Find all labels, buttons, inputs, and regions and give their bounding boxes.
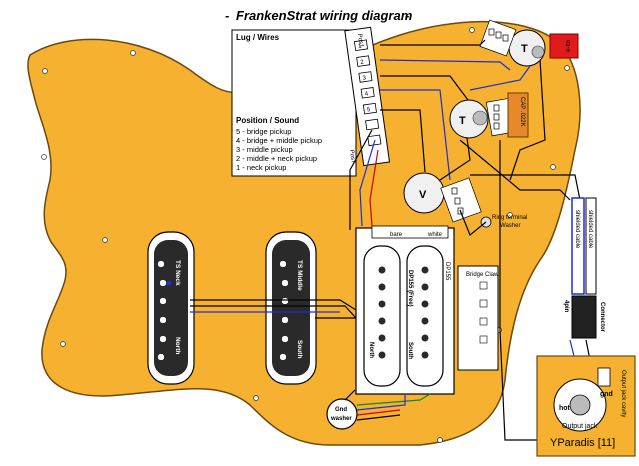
tone-knob-label: T bbox=[521, 43, 528, 55]
title-dash-left: - bbox=[225, 8, 229, 23]
volume-knob-label: V bbox=[419, 189, 427, 201]
switch-lug-3: 3 bbox=[362, 75, 367, 81]
bridge-claw-plate bbox=[457, 265, 499, 371]
shielded-cable-2 bbox=[585, 197, 597, 295]
legend-position-3: 3 - middle pickup bbox=[236, 145, 293, 154]
title-dash-right: - bbox=[405, 8, 409, 23]
ground-washer-label-2: washer bbox=[330, 416, 352, 422]
legend-position-1: 1 - neck pickup bbox=[236, 163, 286, 172]
output-jack-tab bbox=[597, 367, 611, 387]
switch-lug-5: 5 bbox=[367, 107, 372, 113]
tone-capacitor bbox=[507, 92, 529, 138]
tone-knob-2-label: T bbox=[459, 115, 466, 127]
connector-label: Connector bbox=[599, 302, 605, 333]
middle-pickup bbox=[265, 231, 317, 385]
credit-label: YParadis [11] bbox=[550, 437, 615, 449]
switch-box bbox=[549, 33, 579, 59]
ground-washer-label-1: Gnd bbox=[335, 407, 347, 413]
switch-lug-2: 2 bbox=[360, 59, 365, 65]
neck-pickup bbox=[147, 231, 195, 385]
ground-washer bbox=[326, 398, 358, 430]
shielded-cable-1 bbox=[571, 197, 585, 295]
middle-south-label: South bbox=[296, 340, 303, 358]
ring-terminal-label: Ring terminal bbox=[492, 215, 527, 221]
output-gnd-label: gnd bbox=[600, 391, 613, 398]
capacitor-label: CAP .022K bbox=[519, 97, 525, 127]
tone-pot-2-shaft bbox=[472, 110, 488, 126]
legend-header: Lug / Wires bbox=[236, 33, 280, 42]
bridge-humbucker bbox=[355, 225, 455, 395]
neck-north-label: North bbox=[174, 337, 181, 354]
bridge-claw-screws bbox=[479, 281, 488, 344]
tone-pot-top-shaft bbox=[531, 45, 545, 59]
middle-pickup-label: TS Middle bbox=[296, 260, 303, 291]
washer-label: Washer bbox=[500, 223, 520, 229]
output-jack-socket bbox=[569, 394, 591, 416]
neck-pickup-label: TS Neck bbox=[174, 260, 181, 286]
humbucker-north-label: North bbox=[368, 342, 374, 358]
output-cavity-label: Output jack cavity bbox=[620, 370, 626, 417]
switch-lug-1: 1 bbox=[358, 44, 363, 50]
switch-pos-top: Pos1 bbox=[356, 33, 364, 48]
switch-lug-4: 4 bbox=[364, 91, 369, 97]
legend-position-5: 5 - bridge pickup bbox=[236, 127, 291, 136]
white-wire-label: white bbox=[427, 232, 443, 238]
shielded-cable-1-label: shielded cable bbox=[574, 210, 580, 249]
tone-pot-top-lugs bbox=[479, 19, 517, 57]
switch-pos-bottom: Pos7 bbox=[348, 149, 356, 164]
legend-position-2: 2 - middle + neck pickup bbox=[236, 154, 317, 163]
connector bbox=[571, 295, 597, 339]
connector-pin-label: 4pin bbox=[563, 300, 569, 313]
five-way-switch: 1 2 3 4 5 bbox=[344, 26, 391, 167]
humbucker-name-label: DP155 (Free) bbox=[407, 270, 413, 307]
legend-position-4: 4 - bridge + middle pickup bbox=[236, 136, 322, 145]
output-hot-label: hot bbox=[559, 405, 571, 412]
diagram-title: FrankenStrat wiring diagram bbox=[236, 8, 413, 23]
bare-wire-label: bare bbox=[390, 232, 403, 238]
legend-box bbox=[231, 29, 357, 177]
humbucker-side-label: DP155 bbox=[444, 262, 450, 281]
bridge-claw-label: Bridge Claw bbox=[466, 272, 499, 278]
legend-position-header: Position / Sound bbox=[236, 116, 299, 125]
humbucker-south-label: South bbox=[407, 342, 413, 359]
shielded-cable-2-label: shielded cable bbox=[587, 210, 593, 249]
output-jack-label: Output jack bbox=[562, 423, 598, 430]
switch-box-label: e-tto bbox=[566, 39, 572, 52]
wiring bbox=[190, 39, 611, 441]
tone-pot-2 bbox=[449, 99, 489, 139]
